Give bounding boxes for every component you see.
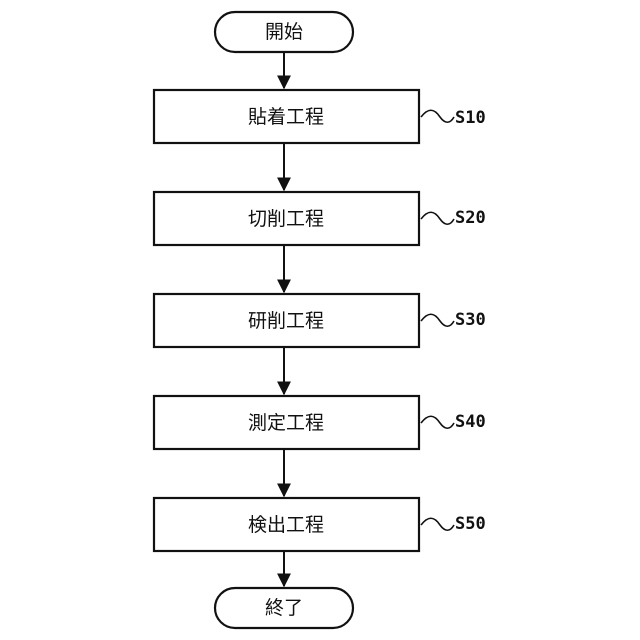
step-number: S30 bbox=[455, 310, 486, 330]
step-leader-line bbox=[421, 212, 454, 224]
process-step-s40: 測定工程 S40 bbox=[154, 396, 486, 449]
step-number: S20 bbox=[455, 208, 486, 228]
step-number: S40 bbox=[455, 412, 486, 432]
start-label: 開始 bbox=[265, 21, 303, 43]
process-label: 検出工程 bbox=[248, 514, 324, 536]
step-number: S50 bbox=[455, 514, 486, 534]
step-number: S10 bbox=[455, 108, 486, 128]
process-label: 切削工程 bbox=[248, 208, 324, 230]
step-leader-line bbox=[421, 518, 454, 530]
step-leader-line bbox=[421, 110, 454, 122]
process-step-s50: 検出工程 S50 bbox=[154, 498, 486, 551]
process-label: 測定工程 bbox=[248, 412, 324, 434]
process-step-s20: 切削工程 S20 bbox=[154, 192, 486, 245]
process-step-s10: 貼着工程 S10 bbox=[154, 90, 486, 143]
step-leader-line bbox=[421, 416, 454, 428]
end-label: 終了 bbox=[265, 597, 303, 619]
step-leader-line bbox=[421, 314, 454, 326]
process-step-s30: 研削工程 S30 bbox=[154, 294, 486, 347]
process-label: 研削工程 bbox=[248, 310, 324, 332]
process-label: 貼着工程 bbox=[248, 106, 324, 128]
